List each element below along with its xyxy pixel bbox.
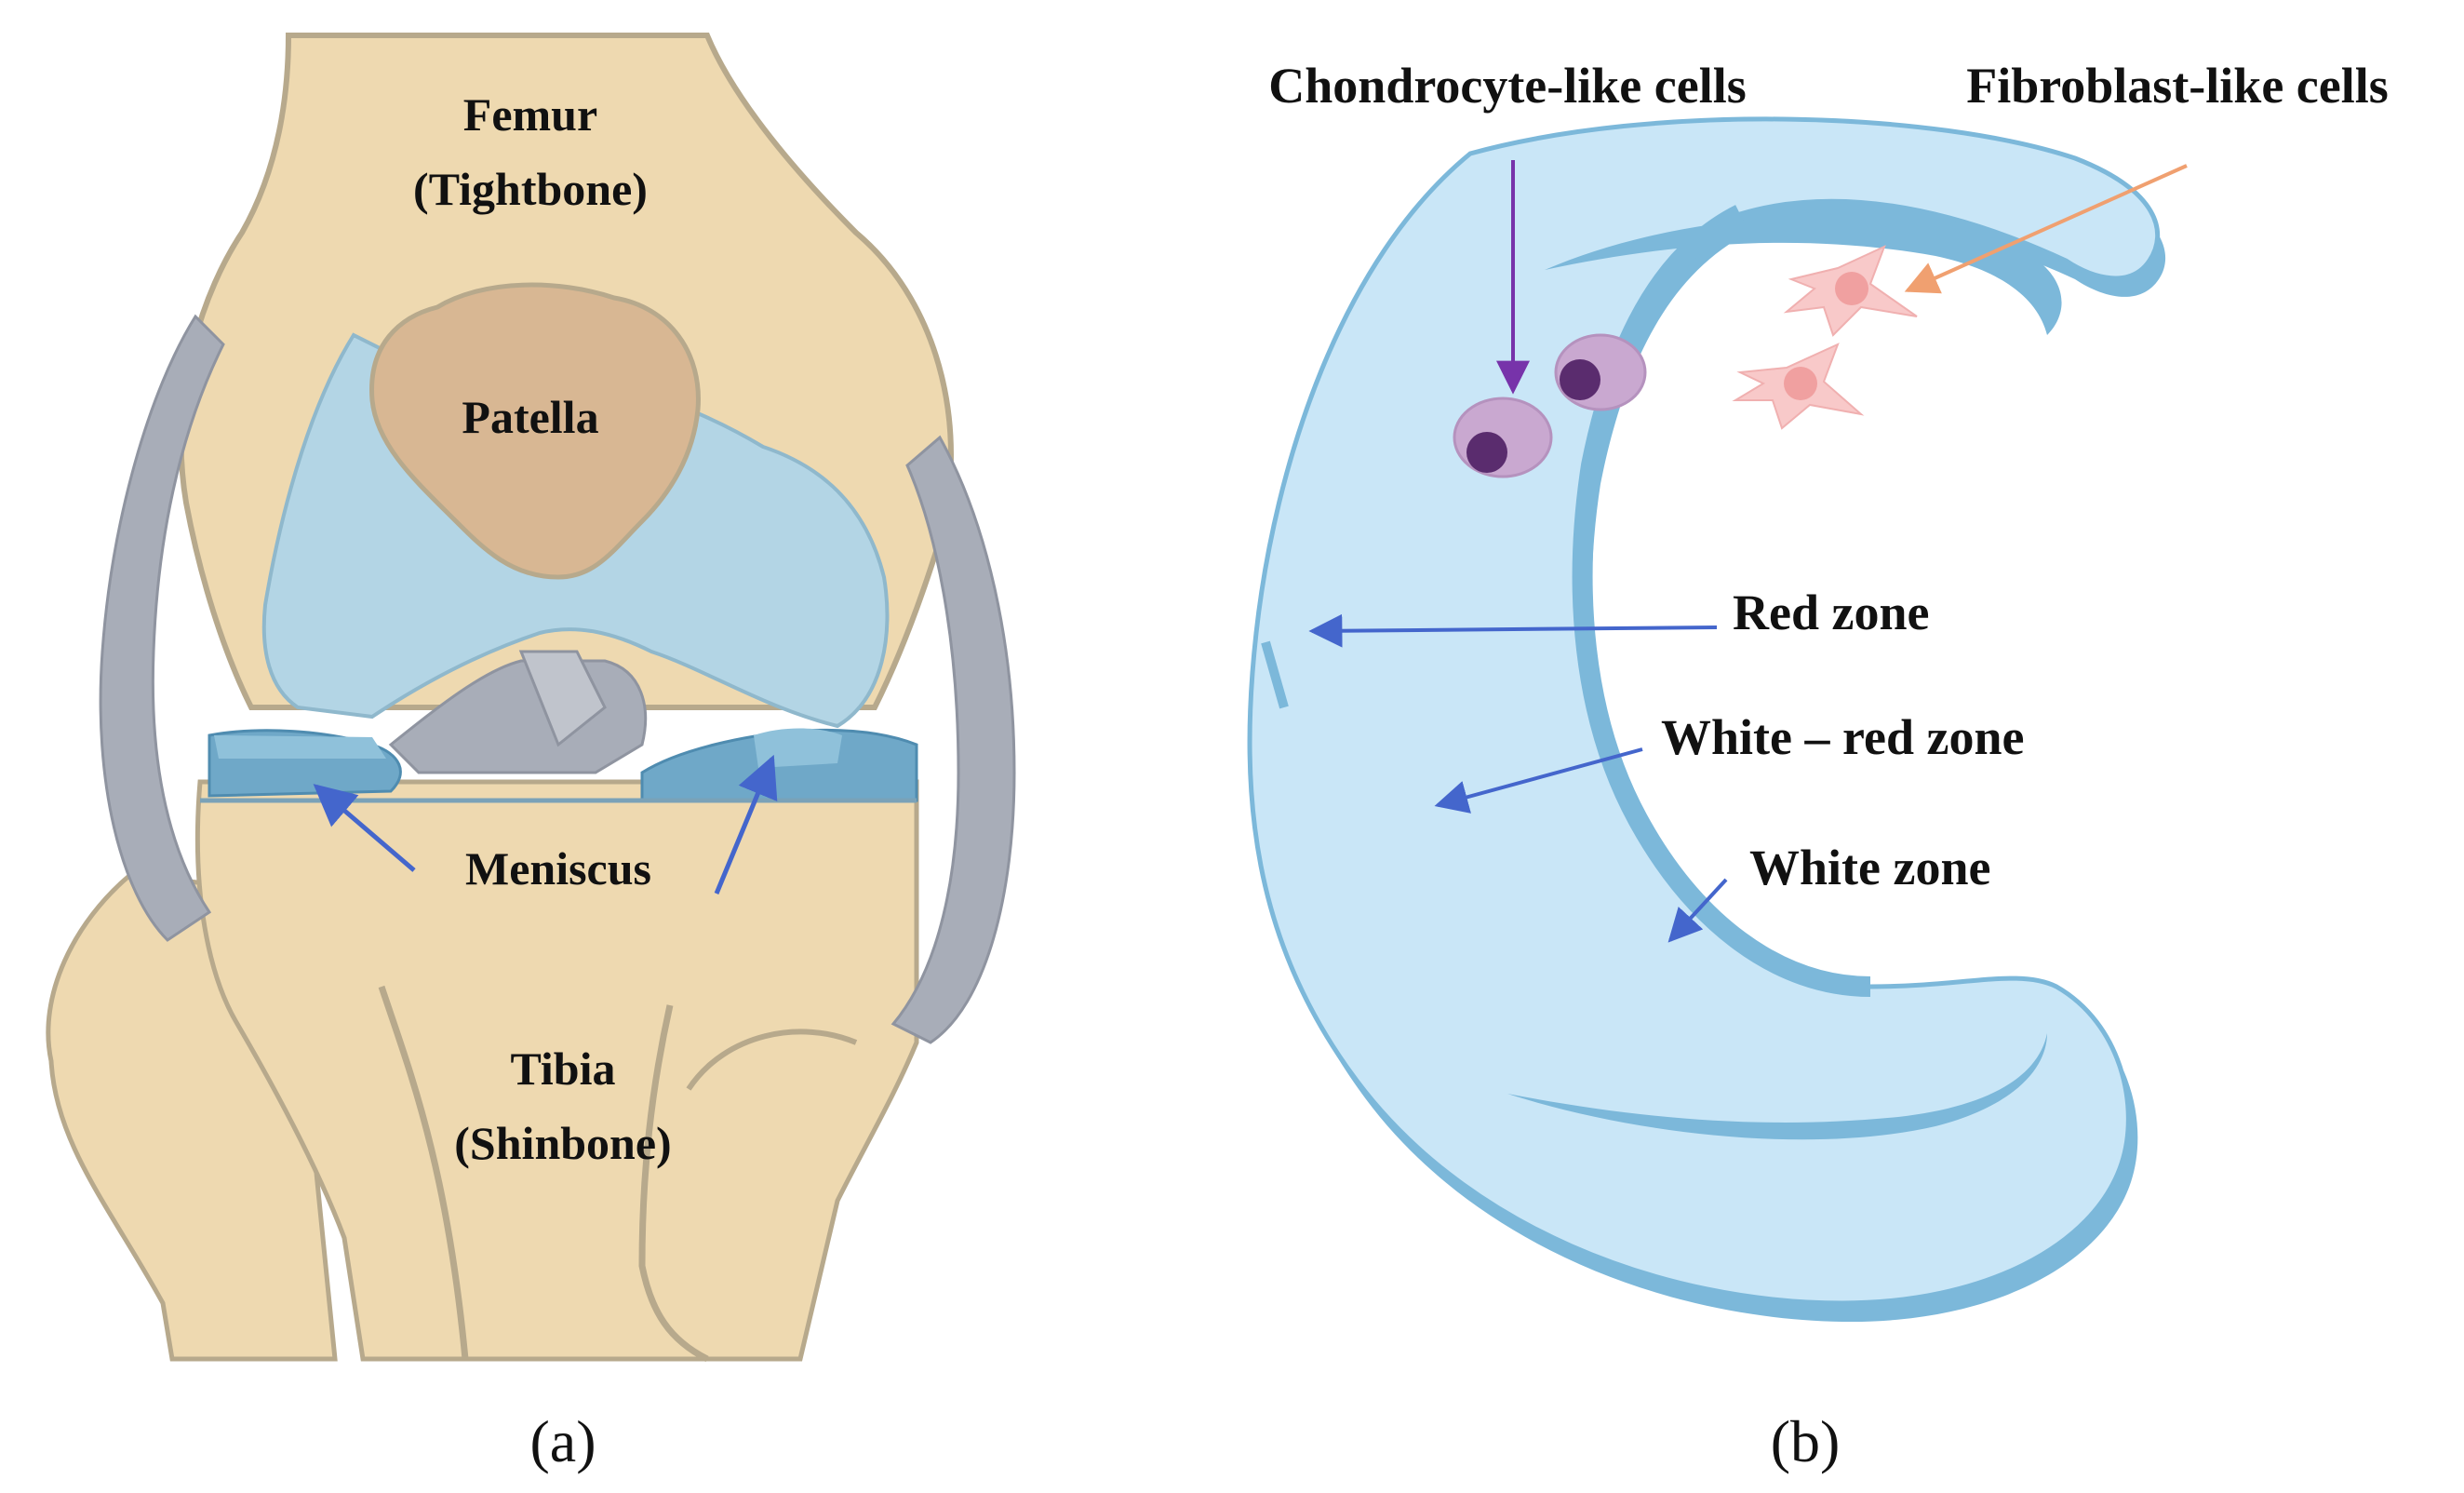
meniscus-inner-edge (1572, 205, 1871, 997)
label-tibia: Tibia (510, 1042, 615, 1095)
tibia-condyle-bump (686, 1029, 858, 1091)
white-zone-arrow (1667, 878, 1728, 943)
panel-a-knee: Femur (Tightbone) Patella Meniscus Tibia… (46, 33, 1016, 1474)
white-red-zone-arrow (1434, 747, 1643, 814)
chondrocyte-nucleus-2 (1466, 432, 1507, 473)
label-tibia-common: (Shinbone) (454, 1117, 671, 1169)
red-zone-arrow (1308, 613, 1718, 648)
meniscus-top-groove (1545, 216, 2062, 335)
tibia-ridge-left (378, 985, 469, 1360)
label-meniscus: Meniscus (465, 842, 651, 894)
tibia (194, 779, 919, 1362)
meniscus-left-notch (1261, 640, 1289, 709)
caption-b: (b) (1771, 1408, 1841, 1474)
tibia-ridge-right (638, 1004, 709, 1363)
meniscus-arrow-right (714, 754, 778, 894)
label-femur: Femur (463, 88, 597, 141)
label-white-red-zone: White – red zone (1661, 709, 2024, 765)
label-patella: Patella (462, 391, 598, 443)
chondrocyte-nucleus-1 (1560, 359, 1600, 400)
meniscus-right-top (754, 728, 842, 768)
meniscus-arrow-left (313, 784, 416, 872)
label-fibroblast: Fibroblast-like cells (1966, 58, 2389, 114)
fibroblast-nucleus-1 (1835, 272, 1868, 305)
fibroblast-arrow (1904, 164, 2188, 294)
panel-b-meniscus: Chondrocyte-like cells Fibroblast-like c… (1247, 58, 2389, 1474)
caption-a: (a) (529, 1408, 596, 1474)
label-red-zone: Red zone (1733, 585, 1929, 640)
label-white-zone: White zone (1749, 840, 1990, 895)
label-femur-common: (Tightbone) (413, 163, 648, 215)
cruciate-ligament-2 (518, 650, 607, 747)
fibroblast-nucleus-2 (1784, 367, 1817, 400)
ligament-right (891, 435, 1016, 1044)
patella (369, 282, 701, 580)
ligament-left (99, 314, 225, 942)
label-chondrocyte: Chondrocyte-like cells (1268, 58, 1746, 114)
meniscus-left-top (214, 735, 386, 759)
